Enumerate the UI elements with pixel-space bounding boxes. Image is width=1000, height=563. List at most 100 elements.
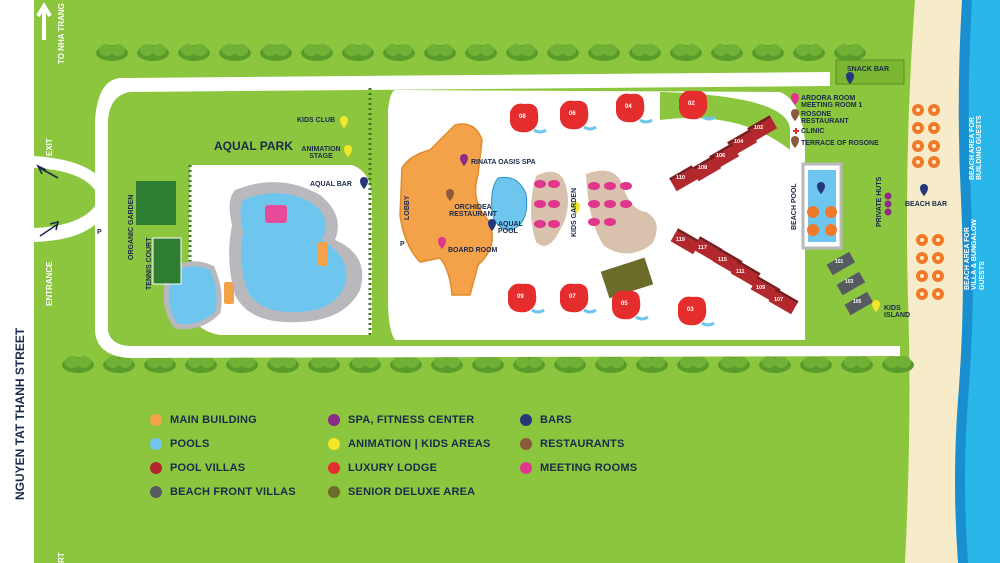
legend-swatch-icon <box>150 438 162 450</box>
luxury-lodge-07[interactable] <box>560 283 597 314</box>
kids-island-label: KIDS ISLAND <box>884 305 911 320</box>
pool-villa-104[interactable] <box>727 129 758 156</box>
clinic-cross-icon[interactable] <box>793 128 799 134</box>
legend-label: ANIMATION | KIDS AREAS <box>348 438 491 450</box>
pool-umbrella-icon <box>825 206 837 218</box>
kids-club-pin-icon[interactable] <box>340 116 348 128</box>
kids-garden-pin-icon[interactable] <box>572 202 580 214</box>
pool-villa-number-108[interactable]: 108 <box>698 165 708 171</box>
beach-umbrella-icon <box>912 156 924 168</box>
beach-front-number-101[interactable]: 101 <box>835 259 844 265</box>
pool-villa-111[interactable] <box>730 260 761 287</box>
pool-villa-102[interactable] <box>747 115 778 142</box>
hedge-row-top <box>96 44 866 61</box>
lodge-number-05[interactable]: 05 <box>621 301 628 307</box>
street-label: NGUYEN TAT THANH STREET <box>13 327 27 500</box>
pool-villa-117[interactable] <box>692 236 723 263</box>
beach-front-number-105[interactable]: 105 <box>853 299 862 305</box>
luxury-lodge-02[interactable] <box>679 90 716 121</box>
board-room-pin-icon[interactable] <box>438 237 446 249</box>
pool-villa-number-102[interactable]: 102 <box>754 125 764 131</box>
slide-orange <box>318 242 328 266</box>
flower-bed-icon <box>548 180 560 188</box>
hedge-icon <box>260 44 292 61</box>
beach-bar-pin-icon[interactable] <box>920 184 928 196</box>
pool-villa-number-110[interactable]: 110 <box>676 175 685 181</box>
hedge-icon <box>308 356 340 373</box>
luxury-lodge-08[interactable] <box>510 103 547 134</box>
pool-villa-number-104[interactable]: 104 <box>734 139 744 145</box>
ardora-pin-icon[interactable] <box>791 93 799 105</box>
luxury-lodge-09[interactable] <box>508 283 545 314</box>
terrace-pin-icon[interactable] <box>791 136 799 148</box>
luxury-lodge-04[interactable] <box>616 93 653 124</box>
beach-front-villa-101[interactable] <box>826 251 856 276</box>
pool-villa-number-119[interactable]: 119 <box>676 237 685 243</box>
beach-front-villa-105[interactable] <box>844 291 874 316</box>
beach-umbrellas <box>807 104 944 300</box>
lodge-number-04[interactable]: 04 <box>625 104 632 110</box>
beach-pool-pin-icon[interactable] <box>817 182 825 194</box>
kids-island-pin-icon[interactable] <box>872 300 880 312</box>
beach-umbrella-icon <box>932 270 944 282</box>
pool-villa-107[interactable] <box>768 288 799 315</box>
snack-bar-pin-icon[interactable] <box>846 72 854 84</box>
lodge-number-03[interactable]: 03 <box>687 307 694 313</box>
beach-front-number-103[interactable]: 103 <box>845 279 854 285</box>
hedge-icon <box>424 44 456 61</box>
lodge-number-06[interactable]: 06 <box>569 111 576 117</box>
aqual-bar-pin-icon[interactable] <box>360 177 368 189</box>
beach-umbrella-icon <box>928 140 940 152</box>
pool-villa-number-107[interactable]: 107 <box>774 297 784 303</box>
legend-item: ANIMATION | KIDS AREAS <box>328 438 491 450</box>
pool-villa-number-111[interactable]: 111 <box>736 269 745 275</box>
pool-villa-number-117[interactable]: 117 <box>698 245 707 251</box>
lodge-number-08[interactable]: 08 <box>519 114 526 120</box>
rinata-spa-label: RINATA OASIS SPA <box>471 159 536 166</box>
flower-bed-icon <box>604 218 616 226</box>
legend-label: POOLS <box>170 438 210 450</box>
legend-swatch-icon <box>328 462 340 474</box>
flower-bed-icon <box>588 200 600 208</box>
pool-villa-number-109[interactable]: 109 <box>756 285 766 291</box>
hedge-icon <box>513 356 545 373</box>
hedge-icon <box>226 356 258 373</box>
beach-front-villa-103[interactable] <box>836 271 866 296</box>
pool-umbrella-icon <box>807 206 819 218</box>
hut-icon <box>884 192 892 200</box>
legend-swatch-icon <box>520 414 532 426</box>
luxury-lodge-03[interactable] <box>678 296 715 327</box>
lodge-number-09[interactable]: 09 <box>517 294 524 300</box>
beach-pool-label: BEACH POOL <box>791 183 798 230</box>
lodge-number-07[interactable]: 07 <box>569 294 576 300</box>
animation-stage-pin-icon[interactable] <box>344 145 352 157</box>
legend-label: BARS <box>540 414 572 426</box>
flower-bed-icon <box>534 180 546 188</box>
lodge-number-02[interactable]: 02 <box>688 101 695 107</box>
flower-bed-icon <box>604 200 616 208</box>
hedge-icon <box>629 44 661 61</box>
pool-villa-110[interactable] <box>669 165 700 192</box>
orchidea-pin-icon[interactable] <box>446 189 454 201</box>
luxury-lodge-06[interactable] <box>560 100 597 131</box>
legend-item: RESTAURANTS <box>520 438 625 450</box>
rinata-spa-pin-icon[interactable] <box>460 154 468 166</box>
rosone-pin-icon[interactable] <box>791 109 799 121</box>
beach-umbrella-icon <box>932 234 944 246</box>
beach-umbrella-icon <box>932 288 944 300</box>
pool-villa-108[interactable] <box>691 155 722 182</box>
pool-villa-number-106[interactable]: 106 <box>716 153 726 159</box>
tennis-court <box>152 237 182 285</box>
flower-bed-icon <box>548 220 560 228</box>
hedge-row-bottom <box>62 356 914 373</box>
flower-bed-icon <box>588 218 600 226</box>
beach-umbrella-icon <box>916 252 928 264</box>
legend-swatch-icon <box>150 462 162 474</box>
hedge-icon <box>554 356 586 373</box>
aqual-pool-pin-icon[interactable] <box>488 219 496 231</box>
luxury-lodge-05[interactable] <box>612 290 649 321</box>
pool-villa-number-115[interactable]: 115 <box>718 257 727 263</box>
snack-bar-label: SNACK BAR <box>847 66 889 73</box>
pool-villa-119[interactable] <box>670 228 701 255</box>
